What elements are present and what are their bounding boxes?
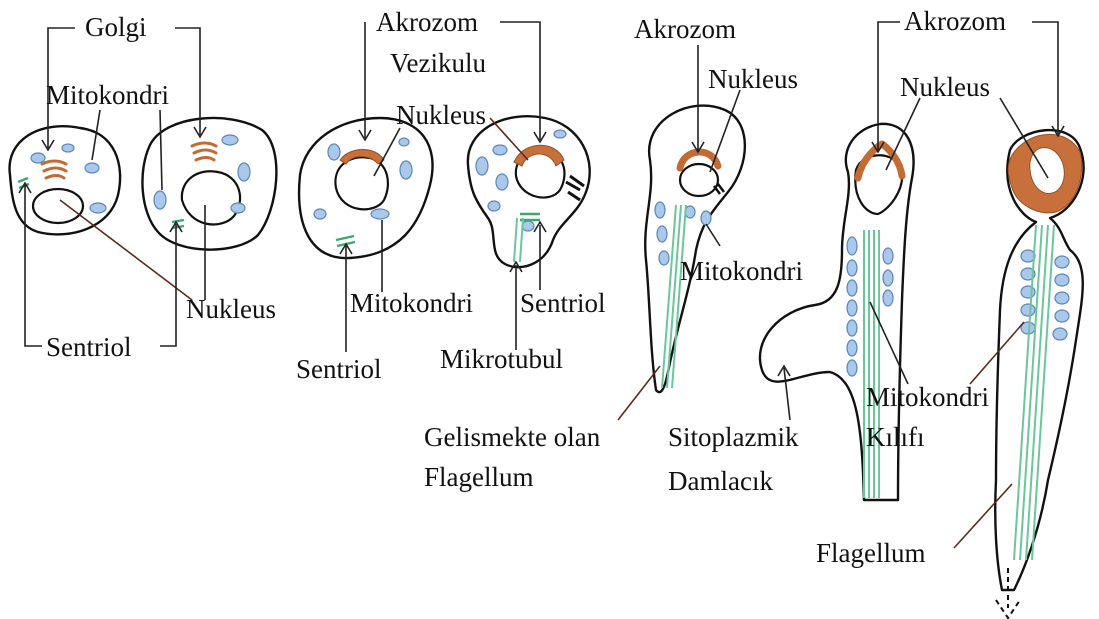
label-golgi: Golgi — [85, 12, 147, 42]
golgi-complex — [42, 161, 66, 178]
label-gelismekte-line1: Gelismekte olan — [424, 422, 601, 452]
label-akrozom-1: Akrozom — [634, 14, 736, 44]
label-sitoplazmik-line1: Sitoplazmik — [668, 422, 799, 452]
cell-stage-7 — [995, 130, 1083, 618]
label-mitokondri-3: Mitokondri — [680, 256, 803, 286]
label-mitokondri-1: Mitokondri — [46, 80, 169, 110]
label-akrozom-vezikulu-line2: Vezikulu — [390, 48, 486, 78]
label-mito-kilifi-line1: Mitokondri — [866, 382, 989, 412]
label-nukleus-3: Nukleus — [708, 64, 798, 94]
label-sentriol-1: Sentriol — [46, 332, 132, 362]
label-akrozom-vezikulu-line1: Akrozom — [376, 7, 478, 37]
label-nukleus-4: Nukleus — [900, 72, 990, 102]
label-nukleus-1: Nukleus — [186, 294, 276, 324]
label-flagellum: Flagellum — [816, 538, 926, 568]
labels: Golgi Mitokondri Nukleus Sentriol Akrozo… — [46, 6, 1006, 568]
label-gelismekte-line2: Flagellum — [424, 462, 534, 492]
label-mitokondri-2: Mitokondri — [350, 288, 473, 318]
label-mikrotubul: Mikrotubul — [440, 344, 563, 374]
label-sentriol-2: Sentriol — [296, 354, 382, 384]
cell-stage-1 — [10, 126, 121, 234]
label-nukleus-2: Nukleus — [396, 100, 486, 130]
label-sentriol-3: Sentriol — [520, 288, 606, 318]
label-mito-kilifi-line2: Kılıfı — [866, 422, 925, 452]
golgi-complex-2 — [192, 143, 216, 160]
label-akrozom-2: Akrozom — [904, 6, 1006, 36]
label-sitoplazmik-line2: Damlacık — [668, 466, 773, 496]
cell-stage-4 — [468, 116, 590, 267]
